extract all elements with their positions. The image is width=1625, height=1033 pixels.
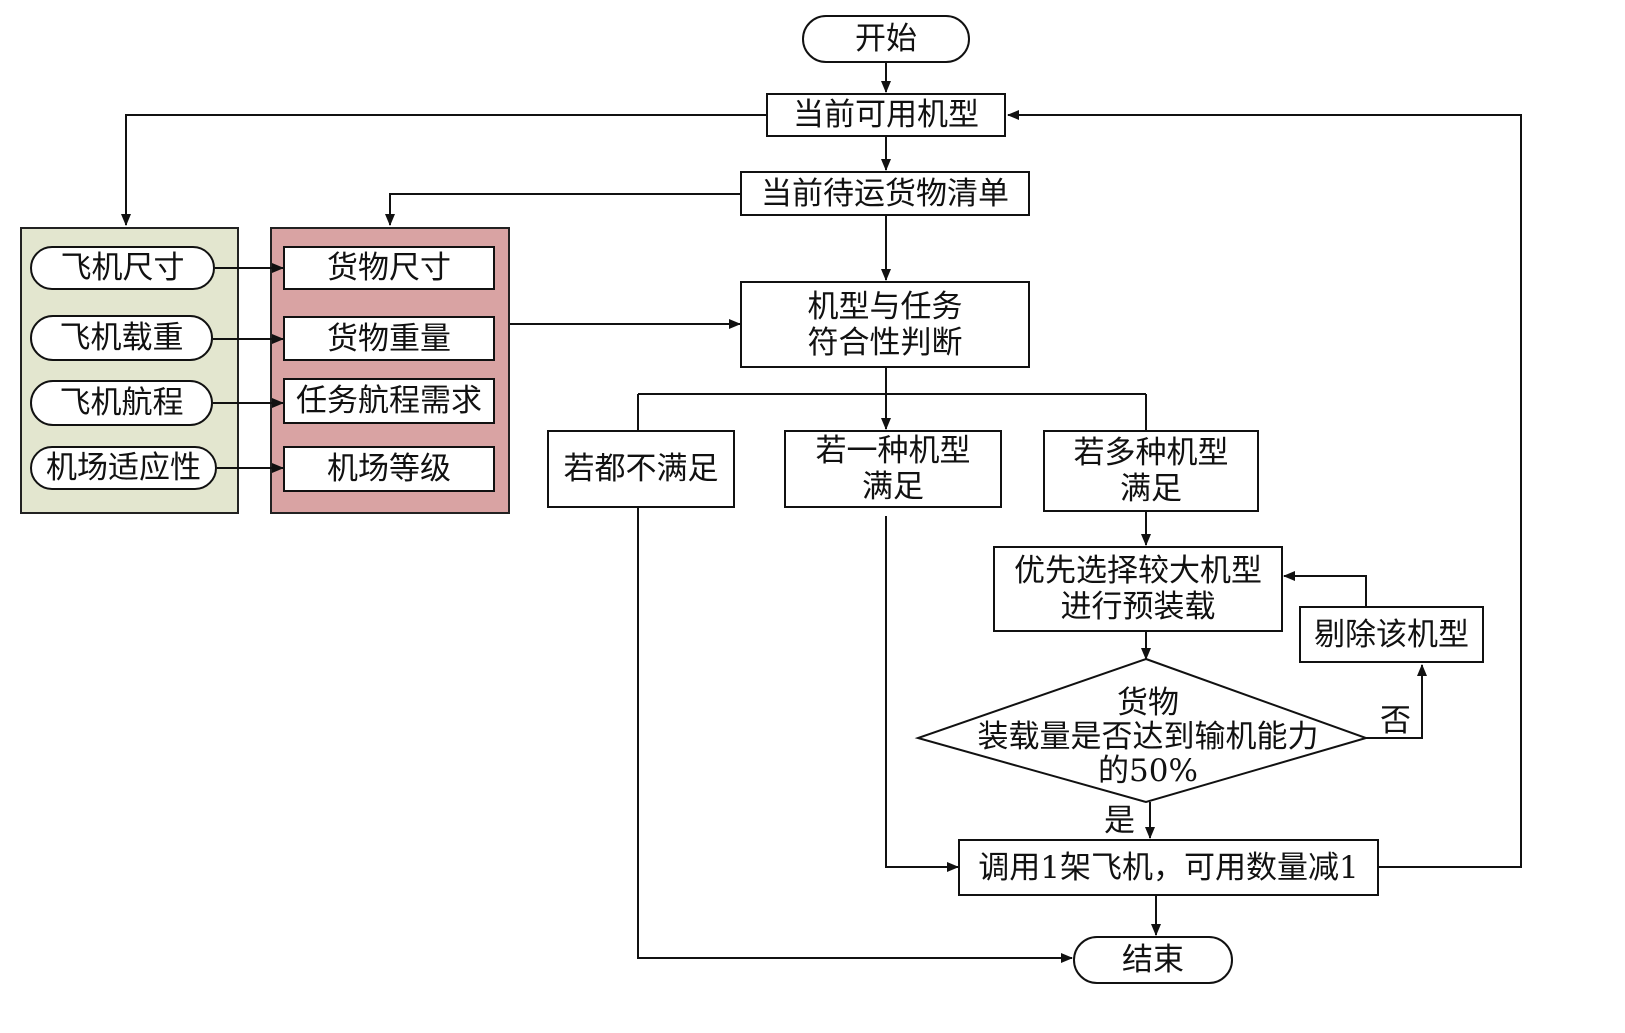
- dispatch-aircraft-node: 调用1架飞机，可用数量减1: [958, 839, 1379, 896]
- arrow-decision-to-remove: [1366, 664, 1427, 739]
- multi-satisfy-node: 若多种机型 满足: [1043, 430, 1259, 512]
- arrow-models-to-aircraft-panel: [121, 114, 766, 226]
- aircraft-load-node: 飞机载重: [30, 315, 213, 361]
- aircraft-size-node: 飞机尺寸: [30, 246, 215, 290]
- arrow-none-to-end: [637, 508, 1073, 963]
- none-satisfy-node: 若都不满足: [547, 430, 735, 508]
- decision-text: 货物 装载量是否达到输机能力 的50%: [977, 685, 1319, 789]
- no-label: 否: [1380, 703, 1411, 739]
- cargo-list-node: 当前待运货物清单: [740, 171, 1030, 216]
- yes-label: 是: [1104, 803, 1135, 839]
- prefer-larger-model-node: 优先选择较大机型 进行预装载: [993, 546, 1283, 632]
- cargo-weight-node: 货物重量: [283, 316, 495, 361]
- one-satisfy-node: 若一种机型 满足: [784, 430, 1002, 508]
- airport-adaptability-node: 机场适应性: [30, 446, 217, 490]
- compatibility-judge-node: 机型与任务 符合性判断: [740, 281, 1030, 368]
- cargo-size-node: 货物尺寸: [283, 246, 495, 290]
- remove-model-node: 剔除该机型: [1299, 606, 1484, 663]
- arrow-dispatch-to-models: [1007, 110, 1522, 868]
- decision-diamond: [914, 657, 1370, 804]
- current-models-node: 当前可用机型: [766, 93, 1006, 137]
- end-node: 结束: [1073, 936, 1233, 984]
- aircraft-range-node: 飞机航程: [30, 380, 213, 426]
- airport-level-node: 机场等级: [283, 446, 495, 492]
- mission-range-node: 任务航程需求: [283, 378, 495, 424]
- start-node: 开始: [802, 15, 970, 63]
- arrow-cargo-to-cargo-panel: [385, 193, 740, 226]
- arrow-remove-to-prefer: [1283, 571, 1367, 606]
- arrow-one-to-dispatch: [885, 516, 959, 872]
